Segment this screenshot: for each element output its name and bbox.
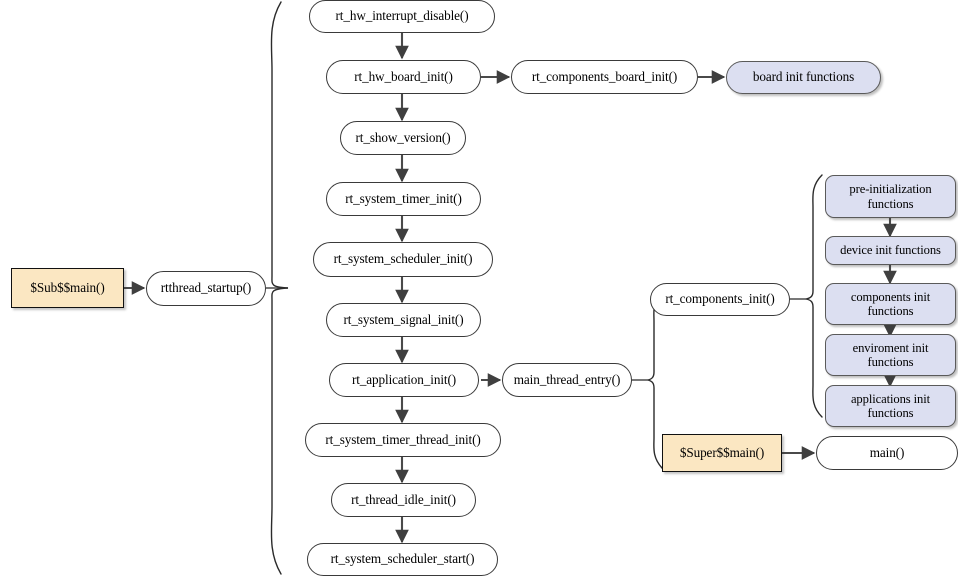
node-rt-show-version[interactable]: rt_show_version() [340,121,466,155]
node-rt-hw-board-init-label: rt_hw_board_init() [354,68,453,84]
node-main-thread-entry-label: main_thread_entry() [513,371,621,387]
node-rt-system-signal-init[interactable]: rt_system_signal_init() [326,303,481,337]
node-rt-system-scheduler-start-label: rt_system_scheduler_start() [330,551,475,567]
node-applications-init-functions-label: applications init functions [850,391,931,420]
node-rt-application-init[interactable]: rt_application_init() [329,363,479,397]
node-rt-system-scheduler-init[interactable]: rt_system_scheduler_init() [313,242,493,277]
node-rt-system-signal-init-label: rt_system_signal_init() [343,311,464,327]
node-enviroment-init-functions[interactable]: enviroment init functions [825,334,956,376]
node-rt-thread-idle-init[interactable]: rt_thread_idle_init() [331,483,476,517]
node-board-init-functions-label: board init functions [752,69,855,85]
node-components-init-functions-label: components init functions [850,289,931,318]
node-rt-application-init-label: rt_application_init() [351,371,457,387]
node-rtthread-startup[interactable]: rtthread_startup() [146,271,266,306]
node-rt-system-timer-init[interactable]: rt_system_timer_init() [326,182,481,216]
node-rt-system-scheduler-init-label: rt_system_scheduler_init() [333,251,473,267]
node-super-main[interactable]: $Super$$main() [662,434,782,472]
node-rt-thread-idle-init-label: rt_thread_idle_init() [351,491,456,507]
node-rt-show-version-label: rt_show_version() [355,129,451,145]
node-device-init-functions-label: device init functions [840,243,941,258]
node-super-main-label: $Super$$main() [679,444,765,460]
node-main-thread-entry[interactable]: main_thread_entry() [502,363,632,397]
node-pre-initialization-functions-label: pre-initialization functions [849,182,932,211]
node-sub-main[interactable]: $Sub$$main() [11,268,124,308]
node-components-init-functions[interactable]: components init functions [825,283,956,325]
node-pre-initialization-functions[interactable]: pre-initialization functions [825,175,956,218]
node-rt-components-init-label: rt_components_init() [665,291,775,307]
node-rt-hw-interrupt-disable-label: rt_hw_interrupt_disable() [335,8,469,24]
node-main-label: main() [869,444,905,460]
node-rt-hw-board-init[interactable]: rt_hw_board_init() [326,60,481,94]
node-rt-hw-interrupt-disable[interactable]: rt_hw_interrupt_disable() [309,0,495,33]
node-applications-init-functions[interactable]: applications init functions [825,385,956,427]
node-main[interactable]: main() [816,436,958,470]
node-rt-components-init[interactable]: rt_components_init() [650,283,790,316]
node-rt-system-timer-init-label: rt_system_timer_init() [345,190,462,206]
node-board-init-functions[interactable]: board init functions [726,61,881,94]
node-rt-components-board-init[interactable]: rt_components_board_init() [511,60,698,94]
node-rt-components-board-init-label: rt_components_board_init() [531,68,678,84]
node-rt-system-scheduler-start[interactable]: rt_system_scheduler_start() [307,543,498,576]
node-rtthread-startup-label: rtthread_startup() [160,280,252,296]
node-rt-system-timer-thread-init[interactable]: rt_system_timer_thread_init() [305,423,501,457]
node-device-init-functions[interactable]: device init functions [825,236,956,265]
brace-main-chain [270,1,289,575]
brace-main-thread-entry [647,291,663,469]
node-enviroment-init-functions-label: enviroment init functions [852,340,929,369]
brace-components-init [805,174,823,418]
node-rt-system-timer-thread-init-label: rt_system_timer_thread_init() [325,431,481,447]
node-sub-main-label: $Sub$$main() [30,279,105,295]
